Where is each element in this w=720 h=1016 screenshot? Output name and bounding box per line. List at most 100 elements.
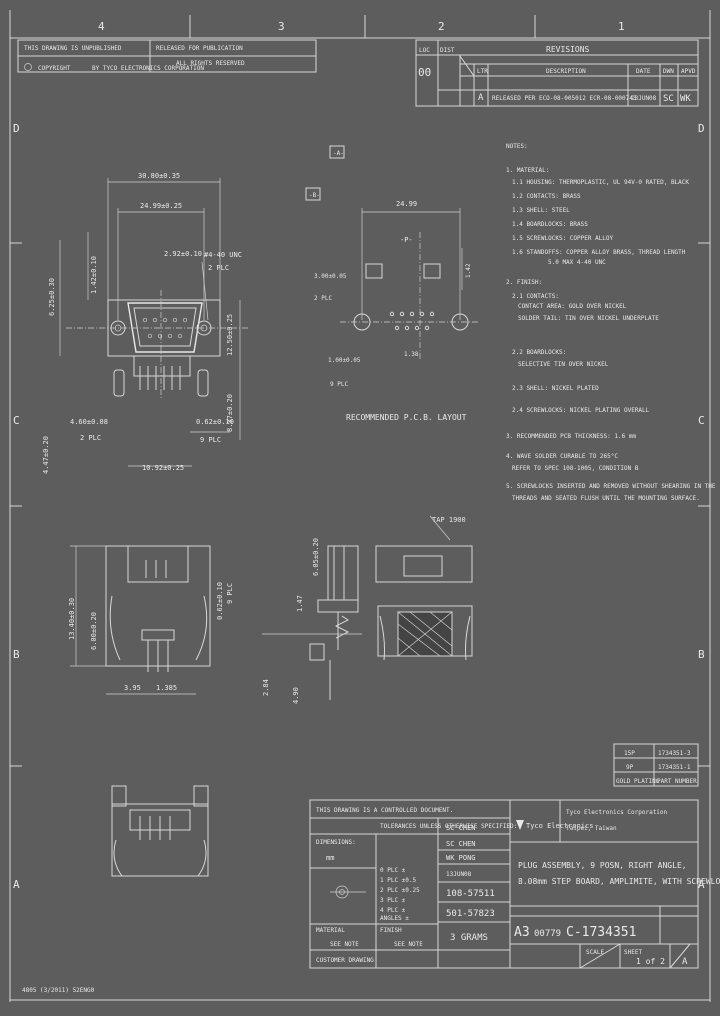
grid-number: 2 — [438, 20, 445, 33]
part-number: 1734351-3 — [658, 750, 691, 757]
cage-code: 00779 — [534, 929, 561, 939]
bottom-view — [111, 785, 209, 877]
rev-dist-label: DIST — [440, 47, 455, 54]
drawing-title-line1: PLUG ASSEMBLY, 9 POSN, RIGHT ANGLE, — [518, 861, 687, 870]
side-view-profile: 1.47 6.05±0.20 2.84 4.90 — [262, 538, 362, 704]
product-spec: 108-57511 — [446, 889, 495, 899]
release-note: RELEASED FOR PUBLICATION — [156, 45, 243, 52]
note-line: 1.1 HOUSING: THERMOPLASTIC, UL 94V-0 RAT… — [512, 179, 689, 186]
company-city: Taipei, Taiwan — [566, 825, 617, 832]
notes-block: NOTES: 1. MATERIAL: 1.1 HOUSING: THERMOP… — [506, 143, 716, 502]
checked-by: SC CHEN — [446, 840, 476, 848]
grid-letter: D — [698, 122, 705, 135]
ref-note: TAP 1900 — [432, 516, 466, 524]
dim-label: 1.42±0.10 — [90, 256, 98, 294]
dim-label: 0.62±0.10 — [196, 418, 234, 426]
copyright-note: COPYRIGHT — [38, 65, 71, 72]
dim-label: 24.99±0.25 — [140, 202, 182, 210]
grid-letter: C — [13, 414, 20, 427]
rev-dist-value: 00 — [418, 66, 431, 79]
note-line: 5.0 MAX 4-40 UNC — [548, 259, 606, 266]
tolerances-label: TOLERANCES UNLESS OTHERWISE SPECIFIED: — [380, 823, 517, 830]
dim-label: 2 PLC — [208, 264, 229, 272]
revision-letter: A — [682, 957, 688, 967]
dim-label: 13.40±0.30 — [68, 598, 76, 640]
tolerance-row: ANGLES ± — [380, 915, 409, 922]
part-variant: 9P — [626, 764, 634, 771]
rev-date: 13JUN08 — [631, 95, 657, 102]
controlled-doc-note: THIS DRAWING IS A CONTROLLED DOCUMENT. — [316, 807, 453, 814]
dim-label: 1.47 — [296, 595, 304, 612]
dim-label: 30.80±0.35 — [138, 172, 180, 180]
dim-label: 0.62±0.10 — [216, 582, 224, 620]
notes-title: NOTES: — [506, 143, 528, 150]
approved-by: WK PONG — [446, 854, 476, 862]
grid-number: 3 — [278, 20, 285, 33]
tolerance-row: 3 PLC ± — [380, 897, 406, 904]
tolerance-row: 2 PLC ±0.25 — [380, 887, 420, 894]
pcb-layout: -A- -B- 24.99 -P- 3.00±0.05 2 PLC 1.00±0… — [305, 145, 480, 422]
rev-loc-label: LOC — [419, 47, 430, 54]
note-line: 2.2 BOARDLOCKS: — [512, 349, 566, 356]
part-header: PART NUMBER — [657, 778, 697, 785]
note-line: CONTACT AREA: GOLD OVER NICKEL — [518, 303, 627, 310]
note-line: 1.3 SHELL: STEEL — [512, 207, 570, 214]
dim-label: 4.60±0.08 — [70, 418, 108, 426]
dim-label: 3.00±0.05 — [314, 273, 347, 280]
scale-label: SCALE — [586, 949, 604, 956]
grid-number: 4 — [98, 20, 105, 33]
note-line: 5. SCREWLOCKS INSERTED AND REMOVED WITHO… — [506, 483, 716, 490]
dim-label: 2.84 — [262, 679, 270, 696]
dim-label: 6.00±0.20 — [90, 612, 98, 650]
note-line: 2.1 CONTACTS: — [512, 293, 559, 300]
part-number-table: 15P 1734351-3 9P 1734351-1 GOLD PLATING … — [613, 743, 699, 787]
company-name: Tyco Electronics Corporation — [566, 809, 668, 816]
rev-description: RELEASED PER ECO-08-005012 ECR-08-000743 — [492, 95, 637, 102]
tolerance-row: 4 PLC ± — [380, 907, 406, 914]
pcb-layout-caption: RECOMMENDED P.C.B. LAYOUT — [346, 413, 467, 422]
side-view-left: 13.40±0.30 6.00±0.20 0.62±0.10 9 PLC 3.9… — [68, 545, 234, 695]
sheet-size: A3 — [514, 925, 530, 940]
note-line: 1.6 STANDOFFS: COPPER ALLOY BRASS, THREA… — [512, 249, 686, 256]
sheet-label: SHEET — [624, 949, 642, 956]
material-value: SEE NOTE — [330, 941, 359, 948]
grid-letter: B — [698, 648, 705, 661]
dim-label: 9 PLC — [330, 381, 348, 388]
dim-label: 1.38 — [404, 351, 419, 358]
note-line: REFER TO SPEC 108-1005, CONDITION B — [512, 465, 639, 472]
weight-value: 3 GRAMS — [450, 933, 488, 943]
drawn-by: SC CHEN — [446, 824, 476, 832]
dim-label: 2 PLC — [80, 434, 101, 442]
rev-header: LTR — [477, 68, 488, 75]
dim-label: 4.90 — [292, 687, 300, 704]
dim-label: #4-40 UNC — [204, 251, 242, 259]
note-line: 1.4 BOARDLOCKS: BRASS — [512, 221, 588, 228]
dim-label: 1.42 — [465, 263, 472, 278]
part-number: 1734351-1 — [658, 764, 691, 771]
note-line: 4. WAVE SOLDER CURABLE TO 265°C — [506, 453, 618, 460]
customer-drawing-label: CUSTOMER DRAWING — [316, 957, 374, 964]
tolerance-row: 0 PLC ± — [380, 867, 406, 874]
dim-label: 3.95 — [124, 684, 141, 692]
rev-header: DATE — [636, 68, 651, 75]
dim-label: 1.385 — [156, 684, 177, 692]
company-note: BY TYCO ELECTRONICS CORPORATION — [92, 65, 204, 72]
top-view-hatched: TAP 1900 — [375, 515, 473, 661]
finish-value: SEE NOTE — [394, 941, 423, 948]
note-line: 1.5 SCREWLOCKS: COPPER ALLOY — [512, 235, 614, 242]
note-line: 1.2 CONTACTS: BRASS — [512, 193, 581, 200]
dim-label: 2.92±0.10 — [164, 250, 202, 258]
form-footer: 4805 (3/2011) 52ENG0 — [22, 987, 95, 994]
rights-note: ALL RIGHTS RESERVED — [176, 60, 245, 67]
note-line: SELECTIVE TIN OVER NICKEL — [518, 361, 609, 368]
dim-label: 2 PLC — [314, 295, 332, 302]
note-line: 1. MATERIAL: — [506, 167, 549, 174]
dim-label: 24.99 — [396, 200, 417, 208]
dim-label: 4.47±0.20 — [42, 436, 50, 474]
material-label: MATERIAL — [316, 927, 345, 934]
dim-label: 9 PLC — [226, 583, 234, 604]
svg-text:-B-: -B- — [309, 192, 320, 199]
dim-label: 8.37±0.20 — [226, 394, 234, 432]
